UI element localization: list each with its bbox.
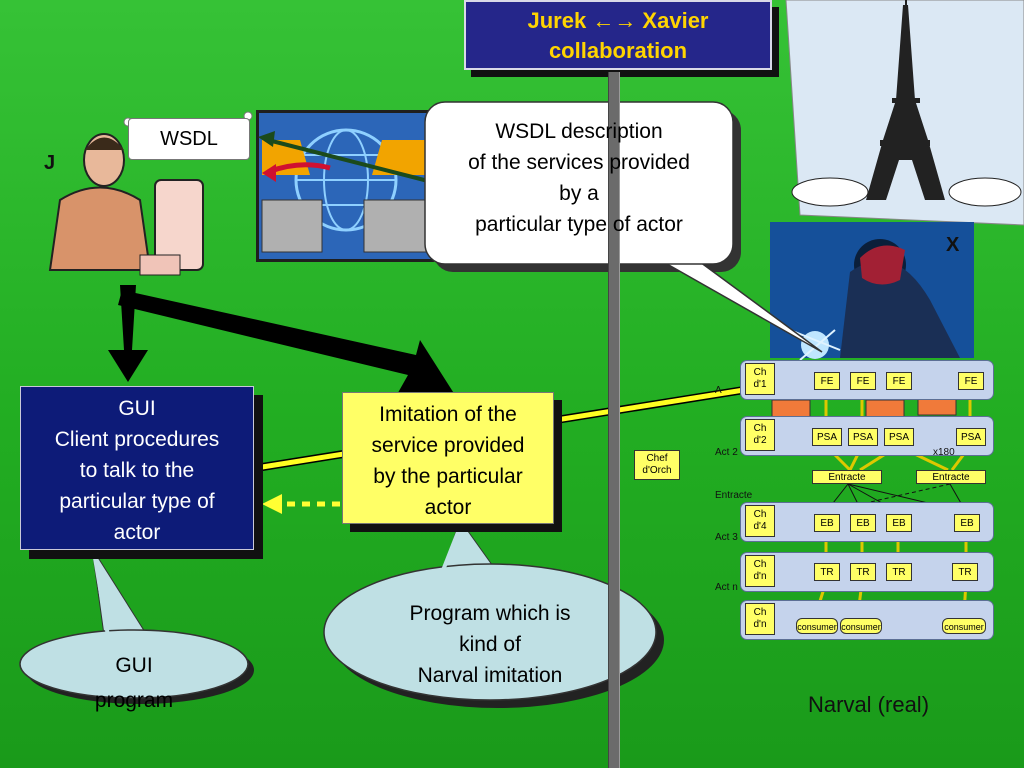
gui-callout-shape: [19, 547, 254, 704]
psa-node: PSA: [884, 428, 914, 446]
fe-node: FE: [850, 372, 876, 390]
program-callout-line-3: Narval imitation: [417, 664, 563, 687]
title-line-1: Jurek ←→ Xavier: [527, 8, 709, 33]
eb-node: EB: [954, 514, 980, 532]
ch-1-line-1: Ch: [753, 367, 767, 378]
act-2-label: Act 2: [715, 447, 738, 458]
program-callout-shape: [323, 518, 664, 708]
gui-box-line-3: to talk to the: [79, 459, 195, 482]
psa-node: PSA: [956, 428, 986, 446]
wsdl-callout-line-3: by a: [559, 182, 599, 205]
tr-node: TR: [814, 563, 840, 581]
program-callout-line-2: kind of: [459, 633, 521, 656]
eb-node: EB: [886, 514, 912, 532]
gui-box-line-4: particular type of: [59, 490, 215, 513]
psa-node: PSA: [848, 428, 878, 446]
x180-label: x180: [933, 447, 955, 458]
gui-callout-text: GUI program: [20, 650, 248, 712]
ch-2-line-1: Ch: [753, 423, 767, 434]
imitation-line-3: by the particular: [373, 465, 523, 488]
ch-3-line-1: Ch: [753, 509, 767, 520]
entracte-label: Entracte: [715, 490, 753, 501]
ch-3-line-2: d'4: [753, 521, 767, 532]
program-callout-line-1: Program which is: [409, 602, 571, 625]
act-3-label: Act 3: [715, 532, 738, 543]
chef-line-2: d'Orch: [642, 465, 672, 476]
imitation-line-4: actor: [424, 496, 472, 519]
eb-node: EB: [814, 514, 840, 532]
ch-1-line-2: d'1: [753, 379, 767, 390]
ch-4-line-2: d'n: [753, 571, 767, 582]
narval-lane-4: [740, 552, 994, 592]
wsdl-callout-line-2: of the services provided: [468, 151, 690, 174]
wsdl-callout-line-4: particular type of actor: [475, 213, 683, 236]
wsdl-callout-text: WSDL description of the services provide…: [425, 116, 733, 240]
ch-5-line-2: d'n: [753, 619, 767, 630]
network-globe-image: [256, 110, 434, 262]
fe-node: FE: [886, 372, 912, 390]
label-j: J: [44, 152, 56, 174]
wsdl-callout-shape: [424, 101, 823, 353]
gui-box-line-1: GUI: [118, 397, 156, 420]
gui-box-line-2: Client procedures: [54, 428, 220, 451]
fe-node: FE: [958, 372, 984, 390]
imitation-box: Imitation of the service provided by the…: [342, 392, 554, 524]
tr-node: TR: [952, 563, 978, 581]
wsdl-callout-line-1: WSDL description: [495, 120, 663, 143]
consumer-node: consumer: [942, 618, 986, 634]
fe-node: FE: [814, 372, 840, 390]
entracte-node: Entracte: [812, 470, 882, 484]
slide-title: Jurek ←→ Xavier collaboration: [464, 0, 772, 70]
act-n-label: Act n: [715, 582, 738, 593]
ch-5-line-1: Ch: [753, 607, 767, 618]
imitation-line-2: service provided: [371, 434, 525, 457]
wsdl-scroll: WSDL: [128, 118, 250, 160]
psa-node: PSA: [812, 428, 842, 446]
gui-callout-line-2: program: [94, 689, 174, 712]
chef-orch-box: Chef d'Orch: [634, 450, 680, 480]
vertical-divider: [608, 72, 620, 768]
gui-client-box: GUI Client procedures to talk to the par…: [20, 386, 254, 550]
consumer-node: consumer: [796, 618, 838, 634]
tr-node: TR: [886, 563, 912, 581]
gui-box-line-5: actor: [113, 521, 161, 544]
consumer-node: consumer: [840, 618, 882, 634]
act-1-label: A: [715, 385, 722, 396]
title-line-2: collaboration: [548, 38, 688, 63]
gui-callout-line-1: GUI: [115, 654, 153, 677]
program-callout-text: Program which is kind of Narval imitatio…: [324, 598, 656, 691]
entracte-node: Entracte: [916, 470, 986, 484]
imitation-line-1: Imitation of the: [379, 403, 517, 426]
eb-node: EB: [850, 514, 876, 532]
person-j-image: [48, 133, 204, 276]
ch-4-line-1: Ch: [753, 559, 767, 570]
narval-real-label: Narval (real): [808, 692, 930, 717]
label-x: X: [946, 234, 960, 256]
chef-line-1: Chef: [646, 453, 668, 464]
eiffel-tower-image: [785, 0, 1024, 226]
welder-image: [770, 222, 974, 361]
ch-2-line-2: d'2: [753, 435, 767, 446]
tr-node: TR: [850, 563, 876, 581]
